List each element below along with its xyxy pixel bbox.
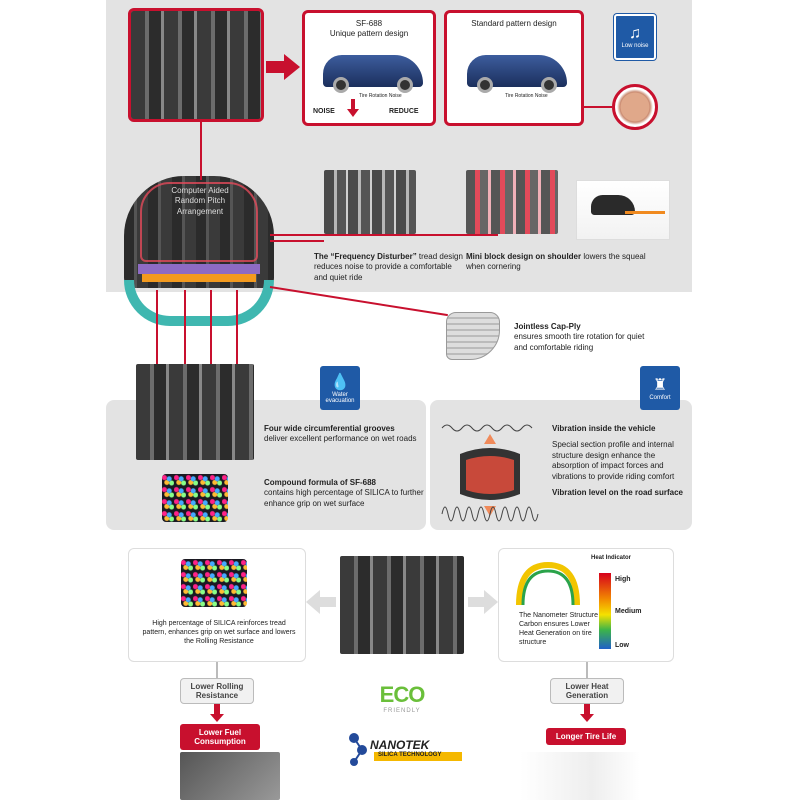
low-noise-caption: Low noise [621, 43, 649, 49]
grooves-text: deliver excellent performance on wet roa… [264, 434, 417, 444]
mini-block-tread-image [466, 170, 558, 234]
tire-life-image [520, 752, 640, 800]
cornering-car-image [576, 180, 670, 240]
tire-label: Computer Aided Random Pitch Arrangement [171, 186, 229, 216]
molecule-icon [349, 733, 367, 766]
standard-panel: Standard pattern design Tire Rotation No… [444, 10, 584, 126]
grey-arrow-left [306, 590, 336, 614]
wheel [541, 77, 557, 93]
nanotek-subtext: SILICA TECHNOLOGY [374, 752, 462, 761]
heat-low: Low [615, 642, 629, 649]
nanotek-text: NANOTEK [370, 738, 430, 752]
noise-label: Tire Rotation Noise [505, 93, 548, 99]
cap-ply-title: Jointless Cap-Ply [514, 322, 581, 331]
red-down-arrow-icon [210, 704, 224, 722]
wheel [397, 77, 413, 93]
compound-caption: Compound formula of SF-688 contains high… [264, 478, 424, 509]
comfort-icon-caption: Comfort [649, 395, 671, 401]
connector-line [200, 120, 202, 180]
wet-tread-image [136, 364, 254, 460]
compound-title: Compound formula of SF-688 [264, 478, 376, 487]
lower-heat-badge: Lower Heat Generation [550, 678, 624, 704]
vibration-title: Vibration inside the vehicle [552, 424, 656, 433]
noise-label: Tire Rotation Noise [359, 93, 402, 99]
mini-block-text: lowers the squeal when cornering [466, 252, 646, 272]
ear-connector-line [584, 106, 612, 108]
connector-line [270, 234, 498, 236]
center-tread-image [340, 556, 464, 654]
road-vibration-title: Vibration level on the road surface [552, 487, 683, 497]
sf688-subtitle: Unique pattern design [329, 29, 409, 39]
connector-line [184, 290, 186, 364]
grey-arrow-right [468, 590, 498, 614]
longer-life-text: Longer Tire Life [555, 732, 617, 741]
heat-high: High [615, 576, 631, 583]
connector-line [210, 290, 212, 364]
cap-ply-caption: Jointless Cap-Ply ensures smooth tire ro… [514, 322, 654, 353]
eco-text: ECO [379, 682, 426, 707]
low-noise-icon: ♫ Low noise [614, 14, 656, 60]
lower-fuel-text: Lower Fuel Consumption [194, 728, 246, 746]
noise-text: NOISE [313, 108, 335, 115]
connector-line [586, 662, 588, 678]
lower-fuel-badge: Lower Fuel Consumption [180, 724, 260, 750]
tire-cross-section: Computer Aided Random Pitch Arrangement [124, 176, 274, 326]
connector-line [156, 290, 158, 364]
reduce-text: REDUCE [389, 108, 419, 115]
eco-subtext: FRIENDLY [383, 708, 421, 714]
comfort-icon: ♜ Comfort [640, 366, 680, 410]
frequency-title: The “Frequency Disturber” [314, 252, 417, 261]
compound-text: contains high percentage of SILICA to fu… [264, 488, 424, 508]
connector-line [236, 290, 238, 364]
lower-rolling-badge: Lower Rolling Resistance [180, 678, 254, 704]
grooves-title: Four wide circumferential grooves [264, 424, 395, 433]
grooves-caption: Four wide circumferential grooves delive… [264, 424, 424, 445]
mini-block-title: Mini block design on shoulder [466, 252, 582, 261]
heat-info-panel: The Nanometer Structure Carbon ensures L… [498, 548, 674, 662]
eco-logo: ECO FRIENDLY [370, 682, 434, 718]
silica-compound-image [162, 474, 228, 522]
fuel-pump-image [180, 752, 280, 800]
sf688-title: SF-688 [355, 19, 383, 28]
nano-text: The Nanometer Structure Carbon ensures L… [519, 612, 598, 647]
silica-info-panel: High percentage of SILICA reinforces tre… [128, 548, 306, 662]
frequency-text: tread design reduces noise to provide a … [314, 252, 463, 282]
silica-image [181, 559, 247, 607]
sf688-panel: SF-688 Unique pattern design Tire Rotati… [302, 10, 436, 126]
ear-icon [612, 84, 658, 130]
wheel [333, 77, 349, 93]
wheel [477, 77, 493, 93]
longer-life-badge: Longer Tire Life [546, 728, 626, 745]
water-evacuation-icon: 💧 Water evacuation [320, 366, 360, 410]
connector-line [270, 240, 324, 242]
frequency-tread-image [324, 170, 416, 234]
nanotek-logo: NANOTEK SILICA TECHNOLOGY [344, 728, 468, 772]
cap-ply-image [446, 312, 500, 360]
standard-title: Standard pattern design [471, 19, 557, 28]
red-down-arrow-icon [580, 704, 594, 722]
heat-indicator-title: Heat Indicator [591, 555, 632, 561]
tread-closeup [128, 8, 264, 122]
cap-ply-text: ensures smooth tire rotation for quiet a… [514, 332, 645, 352]
heat-gradient-bar [599, 573, 611, 649]
vibration-caption: Vibration inside the vehicle Special sec… [552, 424, 688, 498]
frequency-caption: The “Frequency Disturber” tread design r… [314, 252, 464, 283]
lower-heat-text: Lower Heat Generation [565, 682, 609, 700]
heat-tire-diagram [516, 561, 580, 606]
mini-block-caption: Mini block design on shoulder lowers the… [466, 252, 646, 273]
lower-rolling-text: Lower Rolling Resistance [190, 682, 244, 700]
silica-text: High percentage of SILICA reinforces tre… [142, 620, 296, 646]
down-arrow-icon [347, 99, 359, 117]
heat-medium: Medium [615, 608, 642, 615]
connector-line [216, 662, 218, 678]
red-arrow-right [266, 54, 300, 80]
water-icon-caption: Water evacuation [325, 392, 355, 404]
vibration-diagram [441, 424, 539, 522]
vibration-text: Special section profile and internal str… [552, 440, 675, 481]
